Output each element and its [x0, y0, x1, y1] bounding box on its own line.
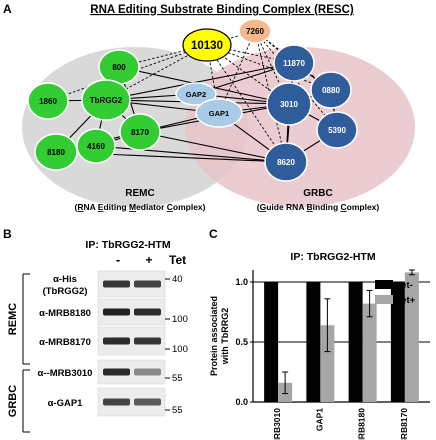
- band-tet-plus: [134, 369, 161, 376]
- mw-marker-label: 100: [172, 314, 188, 325]
- y-axis-label: Protein associatedwith TbRRG2: [209, 296, 230, 376]
- node-3010: 3010: [267, 83, 311, 125]
- lane-tet-minus: -: [116, 252, 120, 267]
- panel-b-western-blot: B IP: TbRGG2-HTM - + Tet REMC GRBC α-His…: [0, 226, 205, 440]
- band-tet-minus: [103, 369, 130, 376]
- x-tick-label: MRB8170: [399, 408, 409, 440]
- y-tick-label: 1.0: [235, 277, 248, 287]
- node-gap1: GAP1: [196, 99, 242, 127]
- antibody-label: α-MRB8180: [39, 308, 91, 319]
- node-label: 11870: [283, 59, 305, 68]
- band-tet-minus: [103, 309, 130, 316]
- y-tick-label: 0.0: [235, 397, 248, 407]
- x-tick-label: MRB3010: [272, 408, 282, 440]
- blot-row: α-His(TbRGG2) 40: [43, 271, 183, 297]
- legend-swatch-tet-: [375, 280, 393, 289]
- legend-label: tet-: [398, 280, 413, 291]
- node-800: 800: [99, 50, 139, 84]
- node-label: 0880: [322, 86, 340, 95]
- bar-tet-minus-gap1: [306, 282, 320, 402]
- node-label: 7260: [246, 27, 264, 36]
- group-remc-label: REMC: [7, 303, 19, 335]
- node-label: 1860: [39, 97, 57, 106]
- node-label: GAP2: [186, 90, 206, 99]
- resc-title: RNA Editing Substrate Binding Complex (R…: [90, 4, 354, 16]
- node-tbrgg2: TbRGG2: [82, 80, 130, 120]
- antibody-label: α-MRB8170: [39, 337, 91, 348]
- node-label: 5390: [328, 126, 346, 135]
- node-label: 3010: [280, 100, 298, 109]
- panel-a-letter: A: [3, 2, 12, 16]
- node-label: TbRGG2: [90, 96, 123, 105]
- bar-tet-plus-mrb8170: [405, 272, 419, 402]
- y-tick-label: 0.5: [235, 337, 248, 347]
- grbc-description: (Guide RNA Binding Complex): [257, 202, 380, 212]
- remc-label: REMC: [125, 188, 154, 199]
- antibody-label: α-His: [53, 274, 77, 285]
- bar-tet-minus-mrb8180: [349, 282, 363, 402]
- band-tet-minus: [103, 399, 130, 406]
- antibody-label: α-GAP1: [48, 398, 84, 409]
- band-tet-plus: [134, 399, 161, 406]
- panel-a-network-diagram: A RNA Editing Substrate Binding Complex …: [0, 0, 436, 222]
- antibody-label: α--MRB3010: [38, 368, 93, 379]
- band-tet-plus: [134, 309, 161, 316]
- band-tet-minus: [103, 338, 130, 345]
- tet-header: Tet: [169, 253, 186, 267]
- panel-c-letter: C: [209, 227, 218, 241]
- panel-b-title: IP: TbRGG2-HTM: [85, 239, 170, 251]
- x-tick-label: GAP1: [314, 408, 324, 431]
- node-4160: 4160: [77, 129, 115, 163]
- legend-label: tet+: [398, 295, 416, 306]
- legend-swatch-tet+: [375, 295, 393, 304]
- grbc-label: GRBC: [303, 188, 332, 199]
- panel-c-title: IP: TbRGG2-HTM: [290, 251, 375, 263]
- node-7260: 7260: [239, 19, 271, 43]
- mw-marker-label: 100: [172, 344, 188, 355]
- band-tet-plus: [134, 338, 161, 345]
- node-0880: 0880: [311, 72, 351, 108]
- node-label: GAP1: [209, 109, 229, 118]
- bar-tet-minus-mrb3010: [264, 282, 278, 402]
- antibody-sublabel: (TbRGG2): [43, 286, 88, 297]
- remc-description: (RNA Editing Mediator Complex): [74, 202, 205, 212]
- node-1860: 1860: [28, 83, 68, 119]
- mw-marker-label: 40: [172, 274, 183, 285]
- mw-marker-label: 55: [172, 405, 183, 416]
- node-label: 8170: [131, 128, 149, 137]
- node-8170: 8170: [120, 114, 160, 150]
- mw-marker-label: 55: [172, 373, 183, 384]
- band-tet-plus: [134, 281, 161, 288]
- node-label: 10130: [191, 40, 223, 52]
- lane-tet-plus: +: [145, 253, 152, 267]
- node-8180: 8180: [35, 134, 77, 170]
- band-tet-minus: [103, 281, 130, 288]
- panel-b-letter: B: [3, 227, 12, 241]
- blot-row: α-MRB8180 100: [39, 299, 188, 325]
- node-11870: 11870: [274, 45, 314, 81]
- x-tick-label: MRB8180: [357, 408, 367, 440]
- node-label: 8180: [47, 148, 65, 157]
- blot-row: α-MRB8170 100: [39, 327, 188, 355]
- node-8620: 8620: [265, 143, 307, 181]
- node-label: 4160: [87, 142, 105, 151]
- node-10130: 10130: [183, 29, 231, 61]
- node-5390: 5390: [317, 112, 357, 148]
- node-label: 8620: [277, 158, 295, 167]
- bar-tet-plus-mrb8180: [363, 304, 377, 402]
- blot-row: α--MRB3010 55: [38, 360, 183, 384]
- node-label: 800: [112, 63, 126, 72]
- group-grbc-label: GRBC: [7, 385, 19, 417]
- blot-row: α-GAP1 55: [48, 388, 183, 416]
